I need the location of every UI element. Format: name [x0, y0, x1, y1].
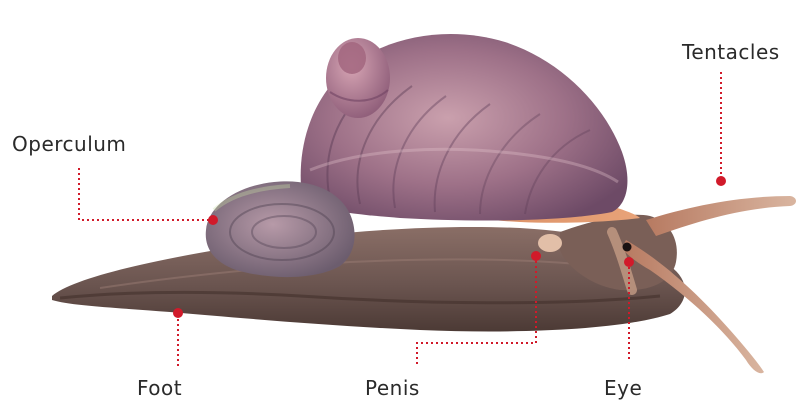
penis-structure	[538, 234, 562, 252]
eye-marker	[624, 257, 634, 267]
operculum	[206, 181, 355, 277]
leader-line-operculum	[79, 168, 212, 220]
operculum-marker	[208, 215, 218, 225]
label-penis: Penis	[365, 376, 420, 400]
upper-tentacle	[646, 196, 796, 236]
label-operculum: Operculum	[12, 132, 126, 156]
label-tentacles: Tentacles	[682, 40, 780, 64]
eye-dot	[623, 243, 632, 252]
label-foot: Foot	[137, 376, 182, 400]
penis-marker	[531, 251, 541, 261]
label-eye: Eye	[604, 376, 642, 400]
tentacles-marker	[716, 176, 726, 186]
foot-marker	[173, 308, 183, 318]
